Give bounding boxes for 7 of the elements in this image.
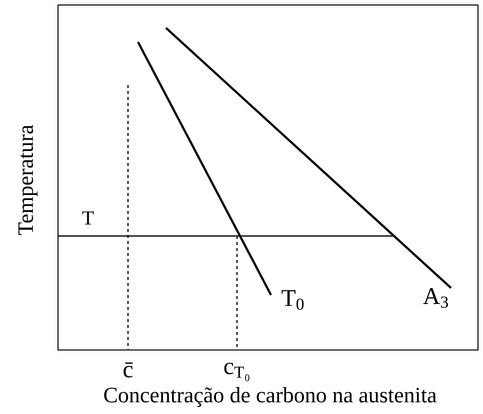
axis-label: c$_{T₀}$ xyxy=(224,362,250,382)
axis-title: Concentração de carbono na austenita xyxy=(104,387,436,407)
curve-label: A$_{3}$ xyxy=(423,288,448,308)
curve-label: T$_{0}$ xyxy=(282,290,304,310)
curve-label: T xyxy=(82,211,94,225)
axis-title: Temperatura xyxy=(18,124,38,236)
axis-label: c̄ xyxy=(124,362,133,378)
